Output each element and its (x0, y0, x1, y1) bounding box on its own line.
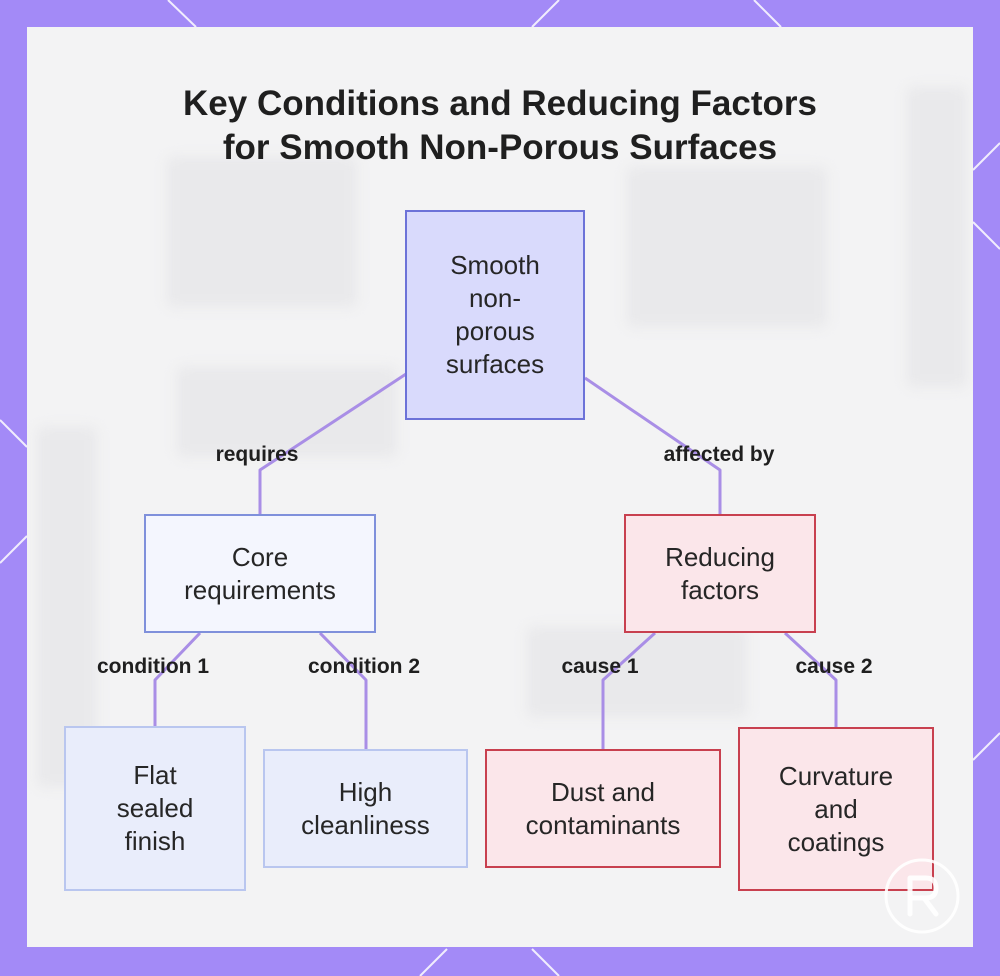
node-text: Smooth (450, 250, 540, 280)
node-text: Reducing (665, 541, 775, 572)
edge-affected-by (584, 376, 722, 514)
background-blur (627, 167, 827, 327)
node-text: porous (455, 316, 535, 346)
background-blur (527, 627, 747, 717)
node-text: Core (231, 541, 289, 572)
edge-cause-1 (601, 631, 657, 749)
edge-label-condition-1: condition 1 (97, 655, 209, 678)
node-smooth-non-porous-surfaces: Smooth non- porous surfaces (405, 210, 585, 420)
node-text: sealed (116, 793, 194, 823)
node-text: non- (468, 283, 522, 313)
node-high-cleanliness: High cleanliness (263, 749, 468, 868)
node-core-requirements: Core requirements (144, 514, 376, 633)
edge-condition-1 (153, 631, 202, 726)
edge-label-condition-2: condition 2 (308, 655, 420, 678)
node-reducing-factors: Reducing factors (624, 514, 816, 633)
node-text: and (814, 793, 858, 824)
title-line-2: for Smooth Non-Porous Surfaces (222, 128, 778, 167)
node-text: Curvature (778, 760, 894, 791)
node-text: factors (680, 574, 759, 605)
node-text: cleanliness (301, 809, 430, 840)
node-dust-and-contaminants: Dust and contaminants (485, 749, 721, 868)
title-line-1: Key Conditions and Reducing Factors (183, 84, 817, 123)
edge-label-cause-1: cause 1 (561, 655, 639, 678)
node-text: finish (124, 826, 186, 856)
node-text: contaminants (525, 809, 681, 840)
watermark-logo-icon (884, 858, 960, 934)
node-text: High (338, 776, 393, 807)
edge-label-affected-by: affected by (663, 443, 775, 466)
node-text: surfaces (445, 349, 545, 379)
background-blur (907, 87, 967, 387)
background-blur (167, 157, 357, 307)
node-text: requirements (184, 574, 336, 605)
edge-label-requires: requires (215, 443, 299, 466)
node-text: Dust and (550, 776, 656, 807)
node-curvature-and-coatings: Curvature and coatings (738, 727, 934, 891)
edge-cause-2 (783, 631, 838, 727)
edge-label-cause-2: cause 2 (795, 655, 873, 678)
background-blur (177, 367, 397, 457)
edge-condition-2 (318, 631, 368, 749)
node-flat-sealed-finish: Flat sealed finish (64, 726, 246, 891)
edge-requires (258, 372, 407, 514)
node-text: Flat (133, 760, 177, 790)
diagram-title: Key Conditions and Reducing Factors for … (0, 82, 1000, 170)
node-text: coatings (787, 826, 885, 857)
